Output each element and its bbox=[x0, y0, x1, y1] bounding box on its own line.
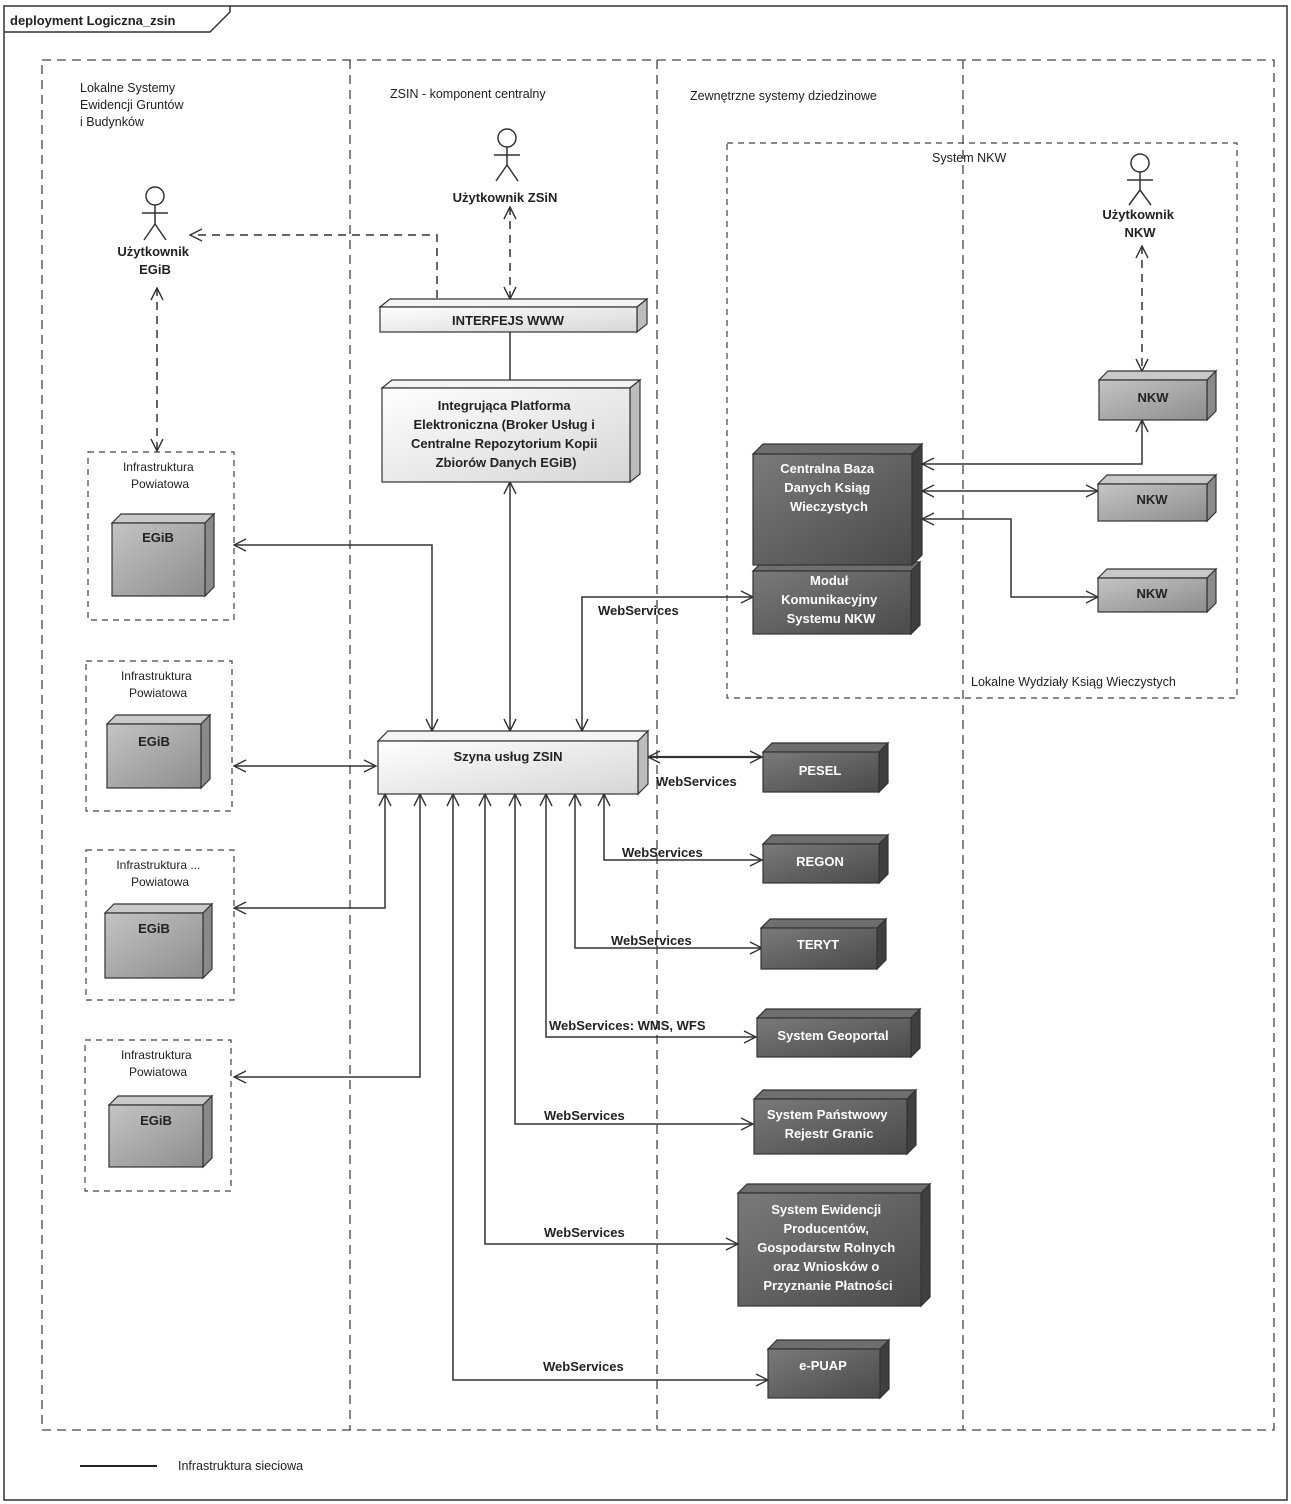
node-pesel[interactable]: PESEL bbox=[761, 741, 890, 794]
powiat-block-title: Infrastruktura Powiatowa bbox=[123, 460, 197, 491]
connector-db-nkw-3 bbox=[922, 519, 1098, 597]
powiat-block-title: Infrastruktura Powiatowa bbox=[121, 669, 195, 700]
node-regon[interactable]: REGON bbox=[761, 833, 890, 885]
connector-egib-4-bus bbox=[234, 794, 420, 1077]
node-www-interface-label: INTERFEJS WWW bbox=[452, 313, 565, 328]
swimlanes bbox=[41, 59, 1275, 1431]
node-arimr-system-label: System Ewidencji Producentów, Gospodarst… bbox=[757, 1202, 899, 1293]
actor-egib-user-icon bbox=[142, 186, 168, 241]
connector-label-teryt: WebServices bbox=[611, 933, 692, 948]
node-epuap-label: e-PUAP bbox=[799, 1358, 847, 1373]
connector-bus-prg bbox=[515, 794, 753, 1124]
connector-egib-1-bus bbox=[234, 545, 432, 731]
node-geoportal-label: System Geoportal bbox=[777, 1028, 888, 1043]
node-central-land-registry-db-label: Centralna Baza Danych Ksiąg Wieczystych bbox=[780, 461, 878, 514]
powiat-block: Infrastruktura Powiatowa bbox=[87, 451, 235, 621]
node-nkw-comm-module[interactable]: Moduł Komunikacyjny Systemu NKW bbox=[751, 560, 922, 636]
node-geoportal[interactable]: System Geoportal bbox=[755, 1007, 922, 1059]
connector-bus-nkw-module bbox=[582, 597, 753, 731]
powiat-block: Infrastruktura Powiatowa bbox=[85, 660, 233, 812]
connector-db-nkw-1 bbox=[922, 420, 1142, 464]
connector-label-pesel: WebServices bbox=[656, 774, 737, 789]
connector-bus-teryt bbox=[575, 794, 762, 948]
powiat-block-title: Infrastruktura Powiatowa bbox=[121, 1048, 195, 1079]
node-nkw[interactable]: NKW bbox=[1097, 369, 1218, 422]
node-egib-label: EGiB bbox=[138, 921, 170, 936]
node-nkw-label: NKW bbox=[1137, 390, 1169, 405]
connector-bus-epuap bbox=[453, 794, 768, 1380]
connector-label-nkw: WebServices bbox=[598, 603, 679, 618]
lane-external-title: Zewnętrzne systemy dziedzinowe bbox=[690, 89, 877, 103]
connector-label-regon: WebServices bbox=[622, 845, 703, 860]
node-egib-label: EGiB bbox=[142, 530, 174, 545]
node-integration-platform[interactable]: Integrująca Platforma Elektroniczna (Bro… bbox=[380, 378, 642, 484]
connector-label-epuap: WebServices bbox=[543, 1359, 624, 1374]
node-epuap[interactable]: e-PUAP bbox=[766, 1338, 891, 1400]
node-regon-label: REGON bbox=[796, 854, 844, 869]
node-www-interface[interactable]: INTERFEJS WWW bbox=[378, 297, 649, 334]
node-egib[interactable]: EGiB bbox=[110, 512, 216, 598]
local-departments-label: Lokalne Wydziały Ksiąg Wieczystych bbox=[971, 675, 1176, 689]
node-arimr-system[interactable]: System Ewidencji Producentów, Gospodarst… bbox=[736, 1182, 932, 1308]
node-central-land-registry-db[interactable]: Centralna Baza Danych Ksiąg Wieczystych bbox=[751, 442, 924, 567]
lane-local-egib-title: Lokalne Systemy Ewidencji Gruntów i Budy… bbox=[80, 81, 187, 129]
diagram-frame: deployment Logiczna_zsin bbox=[3, 5, 1288, 1501]
node-egib-label: EGiB bbox=[140, 1113, 172, 1128]
actor-zsin-user-icon bbox=[494, 128, 520, 182]
actor-zsin-user-label: Użytkownik ZSiN bbox=[453, 190, 558, 205]
node-egib[interactable]: EGiB bbox=[107, 1094, 214, 1169]
connector-label-prg: WebServices bbox=[544, 1108, 625, 1123]
actor-egib-user-label: Użytkownik EGiB bbox=[117, 244, 192, 277]
actor-nkw-user-label: Użytkownik NKW bbox=[1102, 207, 1177, 240]
connector-label-geoportal: WebServices: WMS, WFS bbox=[549, 1018, 706, 1033]
actor-nkw-user-icon bbox=[1127, 153, 1153, 206]
node-border-registry[interactable]: System Państwowy Rejestr Granic bbox=[752, 1088, 918, 1156]
node-egib[interactable]: EGiB bbox=[103, 902, 214, 980]
powiat-block-title: Infrastruktura ... Powiatowa bbox=[116, 858, 203, 889]
node-teryt-label: TERYT bbox=[797, 937, 839, 952]
node-nkw[interactable]: NKW bbox=[1096, 567, 1218, 614]
connector-label-arimr: WebServices bbox=[544, 1225, 625, 1240]
system-nkw-container bbox=[726, 142, 1238, 699]
connector-www-egib-user bbox=[190, 235, 438, 298]
legend: Infrastruktura sieciowa bbox=[80, 1459, 303, 1473]
node-pesel-label: PESEL bbox=[799, 763, 842, 778]
node-nkw-label: NKW bbox=[1136, 586, 1168, 601]
frame-title: deployment Logiczna_zsin bbox=[10, 13, 175, 28]
powiat-block: Infrastruktura Powiatowa bbox=[84, 1039, 232, 1192]
node-teryt[interactable]: TERYT bbox=[759, 917, 888, 971]
node-egib[interactable]: EGiB bbox=[105, 713, 212, 790]
lane-zsin-title: ZSIN - komponent centralny bbox=[390, 87, 546, 101]
node-service-bus[interactable]: Szyna usług ZSIN bbox=[376, 729, 650, 796]
connector-bus-geoportal bbox=[546, 794, 756, 1037]
connector-egib-3-bus bbox=[234, 794, 385, 908]
node-nkw-label: NKW bbox=[1136, 492, 1168, 507]
node-border-registry-label: System Państwowy Rejestr Granic bbox=[767, 1107, 891, 1141]
node-integration-platform-label: Integrująca Platforma Elektroniczna (Bro… bbox=[411, 398, 601, 470]
node-service-bus-label: Szyna usług ZSIN bbox=[453, 749, 562, 764]
legend-network-label: Infrastruktura sieciowa bbox=[178, 1459, 303, 1473]
node-nkw[interactable]: NKW bbox=[1096, 473, 1218, 523]
node-egib-label: EGiB bbox=[138, 734, 170, 749]
node-nkw-comm-module-label: Moduł Komunikacyjny Systemu NKW bbox=[781, 573, 881, 626]
system-nkw-title: System NKW bbox=[932, 151, 1007, 165]
